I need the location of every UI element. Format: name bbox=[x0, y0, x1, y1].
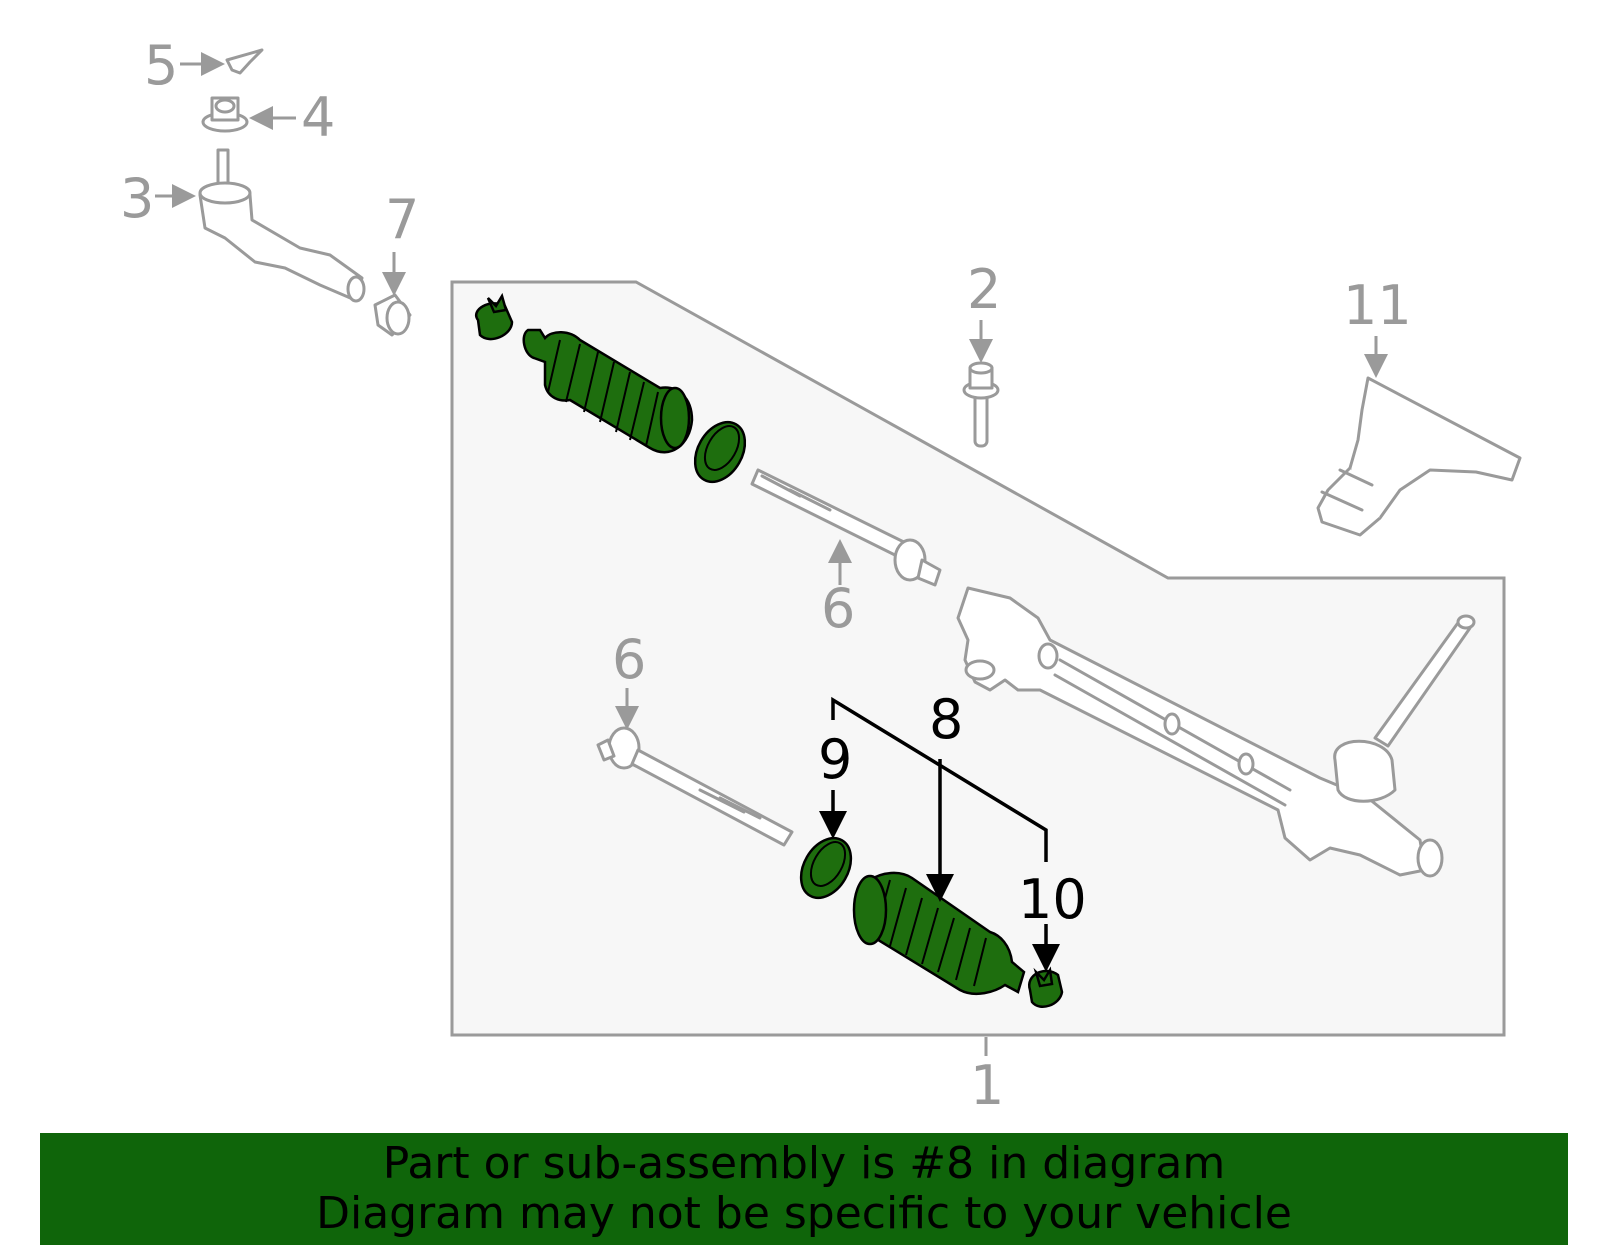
callout-6-upper: 6 bbox=[821, 577, 855, 640]
rack-boot-upper-part bbox=[522, 328, 694, 454]
inner-tie-rod-lower-part bbox=[596, 726, 794, 847]
callout-5: 5 bbox=[144, 34, 178, 97]
bushing-part bbox=[373, 293, 412, 337]
callout-7: 7 bbox=[385, 188, 419, 251]
callout-11: 11 bbox=[1343, 274, 1412, 337]
banner-line-1: Part or sub-assembly is #8 in diagram bbox=[382, 1138, 1226, 1189]
callout-3: 3 bbox=[120, 167, 154, 230]
callout-8: 8 bbox=[929, 688, 963, 751]
seal-ring-lower-part bbox=[799, 836, 853, 900]
banner-line-2: Diagram may not be specific to your vehi… bbox=[316, 1188, 1292, 1239]
callout-leaders-black bbox=[819, 696, 1060, 972]
clamp-upper-part bbox=[475, 292, 514, 341]
info-banner: Part or sub-assembly is #8 in diagram Di… bbox=[40, 1133, 1568, 1245]
bolt-part bbox=[962, 361, 1000, 448]
callout-9: 9 bbox=[818, 728, 852, 791]
callout-6-lower: 6 bbox=[612, 628, 646, 691]
rack-boot-lower-part bbox=[852, 871, 1026, 996]
inner-tie-rod-upper-part bbox=[750, 468, 942, 587]
callout-leaders-grey bbox=[155, 52, 1388, 1056]
seal-ring-upper-part bbox=[693, 420, 747, 484]
clamp-lower-part bbox=[1027, 966, 1064, 1008]
tie-rod-end-part bbox=[198, 148, 366, 303]
cotter-pin-part bbox=[225, 48, 264, 75]
callout-1: 1 bbox=[970, 1054, 1004, 1117]
nut-part bbox=[201, 96, 249, 133]
callout-10: 10 bbox=[1018, 868, 1087, 931]
housing-cover-part bbox=[1316, 376, 1522, 537]
steering-rack-part bbox=[956, 586, 1476, 878]
callout-4: 4 bbox=[301, 86, 335, 149]
callout-2: 2 bbox=[967, 258, 1001, 321]
